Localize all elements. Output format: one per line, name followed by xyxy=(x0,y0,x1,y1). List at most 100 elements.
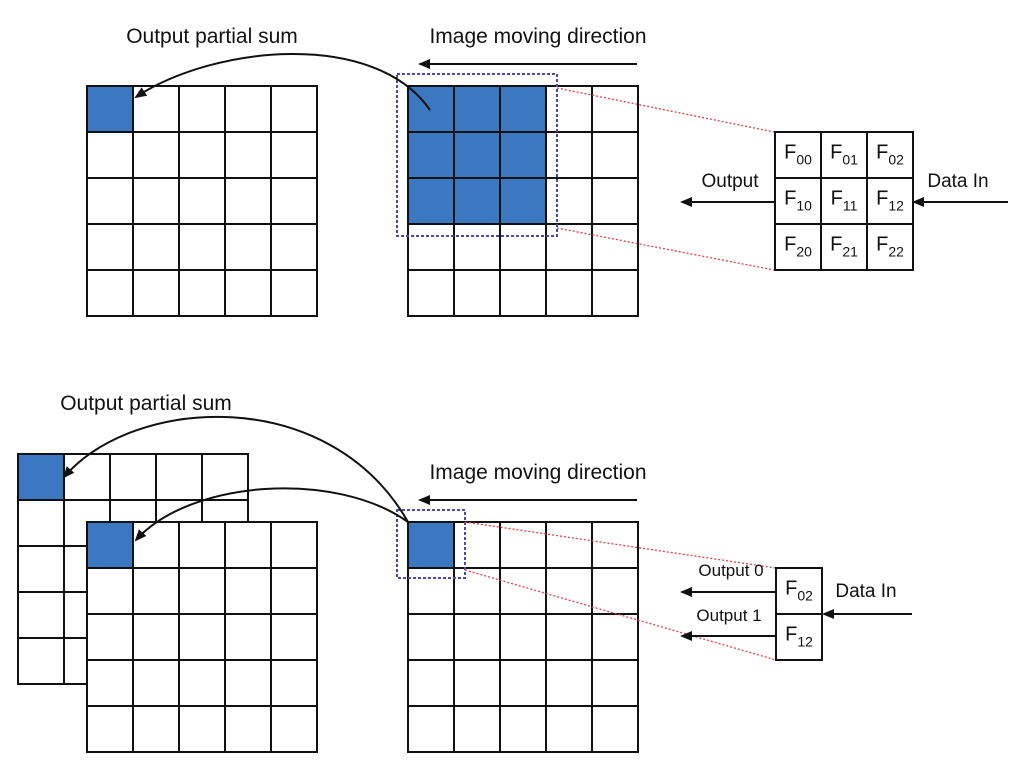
top-output-grid-cell xyxy=(224,223,272,271)
top-image-grid-cell-filled xyxy=(407,131,455,179)
bottom-image-grid xyxy=(407,521,639,753)
bottom-output-front-grid-cell xyxy=(270,613,318,661)
bottom-output-back-grid-cell xyxy=(17,591,65,639)
bottom-output-front-grid-cell xyxy=(86,613,134,661)
bottom-image-grid-cell xyxy=(499,659,547,707)
top-filter-cell xyxy=(820,223,868,271)
top-sliding-window xyxy=(396,73,558,237)
top-filter-label: F00 xyxy=(784,142,812,168)
bottom-output-back-grid-cell xyxy=(109,453,157,501)
bottom-image-moving-direction-label: Image moving direction xyxy=(429,461,646,484)
bottom-image-grid-cell xyxy=(591,521,639,569)
top-output-grid-cell xyxy=(132,85,180,133)
top-data-in-label: Data In xyxy=(927,171,988,192)
bottom-partial-sum-curve-arrow-back xyxy=(62,415,409,523)
bottom-image-grid-cell xyxy=(545,705,593,753)
bottom-output-front-grid-cell xyxy=(224,705,272,753)
top-image-grid-cell-filled xyxy=(407,177,455,225)
top-filter-cell xyxy=(866,131,914,179)
top-filter-label: F11 xyxy=(831,188,858,214)
top-output-grid-cell xyxy=(132,269,180,317)
top-output-grid-cell-filled xyxy=(86,85,134,133)
bottom-image-grid-cell-filled xyxy=(407,521,455,569)
bottom-output-back-grid-cell xyxy=(155,453,203,501)
top-output-grid-cell xyxy=(270,85,318,133)
bottom-output-front-grid-cell xyxy=(132,613,180,661)
bottom-output-front-grid-cell xyxy=(132,659,180,707)
top-image-grid-cell-filled xyxy=(453,177,501,225)
top-output-grid-cell xyxy=(270,269,318,317)
bottom-output-front-grid-cell xyxy=(224,567,272,615)
top-filter-label: F12 xyxy=(876,188,904,214)
top-image-grid-cell xyxy=(591,269,639,317)
bottom-output-back-grid-cell xyxy=(201,453,249,501)
bottom-projection-lines xyxy=(464,521,777,661)
top-image-grid-cell xyxy=(499,223,547,271)
top-image-moving-direction-label: Image moving direction xyxy=(429,25,646,48)
top-partial-sum-curve-arrow xyxy=(134,53,431,111)
bottom-image-grid-cell xyxy=(499,613,547,661)
top-image-grid-cell xyxy=(499,269,547,317)
bottom-output-front-grid-cell xyxy=(224,521,272,569)
bottom-image-grid-cell xyxy=(407,613,455,661)
bottom-output-front-grid-cell xyxy=(224,613,272,661)
top-image-grid-cell-filled xyxy=(499,131,547,179)
bottom-output-back-grid-cell xyxy=(17,637,65,685)
bottom-image-grid-cell xyxy=(453,613,501,661)
top-filter-label: F10 xyxy=(784,188,812,214)
top-output-grid-cell xyxy=(86,223,134,271)
top-output-grid xyxy=(86,85,318,317)
bottom-output0-label: Output 0 xyxy=(698,561,763,580)
bottom-image-grid-cell xyxy=(591,613,639,661)
top-output-grid-cell xyxy=(224,269,272,317)
top-image-grid-cell xyxy=(591,223,639,271)
top-output-grid-cell xyxy=(224,177,272,225)
bottom-output-front-grid-cell xyxy=(178,613,226,661)
bottom-output-front-grid-cell xyxy=(270,567,318,615)
bottom-output-front-grid-cell xyxy=(270,659,318,707)
top-image-grid-cell xyxy=(591,131,639,179)
bottom-output-front-grid-cell xyxy=(178,705,226,753)
top-image-grid-cell xyxy=(407,223,455,271)
top-image-grid-cell xyxy=(407,269,455,317)
top-filter-label: F01 xyxy=(830,142,858,168)
top-image-grid-cell xyxy=(545,85,593,133)
top-filter-label: F02 xyxy=(876,142,904,168)
top-output-grid-cell xyxy=(86,269,134,317)
top-output-grid-cell xyxy=(178,223,226,271)
top-output-grid-cell xyxy=(270,177,318,225)
bottom-image-grid-cell xyxy=(545,613,593,661)
top-output-grid-cell xyxy=(132,131,180,179)
bottom-output-front-grid-cell xyxy=(224,659,272,707)
top-image-grid-cell xyxy=(545,131,593,179)
top-output-partial-sum-label: Output partial sum xyxy=(126,25,298,48)
bottom-output-front-grid-cell xyxy=(270,705,318,753)
top-filter-label: F20 xyxy=(784,234,812,260)
bottom-image-grid-cell xyxy=(453,567,501,615)
bottom-filter-label: F02 xyxy=(785,578,813,604)
bottom-output-front-grid-cell xyxy=(86,567,134,615)
top-output-grid-cell xyxy=(224,85,272,133)
top-image-grid-cell-filled xyxy=(499,177,547,225)
top-output-grid-cell xyxy=(86,131,134,179)
top-filter-cell xyxy=(774,223,822,271)
top-image-grid-cell xyxy=(545,177,593,225)
bottom-image-grid-cell xyxy=(499,521,547,569)
top-output-grid-cell xyxy=(132,177,180,225)
bottom-partial-sum-curve-arrow-front xyxy=(134,487,409,542)
bottom-image-grid-cell xyxy=(499,705,547,753)
top-output-arrow-label: Output xyxy=(701,171,759,192)
top-filter-cell xyxy=(866,223,914,271)
bottom-output-front-grid-cell xyxy=(270,521,318,569)
top-output-grid-cell xyxy=(86,177,134,225)
top-output-grid-cell xyxy=(132,223,180,271)
bottom-image-grid-cell xyxy=(407,659,455,707)
bottom-output-partial-sum-label: Output partial sum xyxy=(60,392,232,415)
top-filter-label: F21 xyxy=(830,234,858,260)
bottom-image-grid-cell xyxy=(407,705,455,753)
bottom-image-grid-cell xyxy=(407,567,455,615)
bottom-output-back-grid-cell xyxy=(17,499,65,547)
